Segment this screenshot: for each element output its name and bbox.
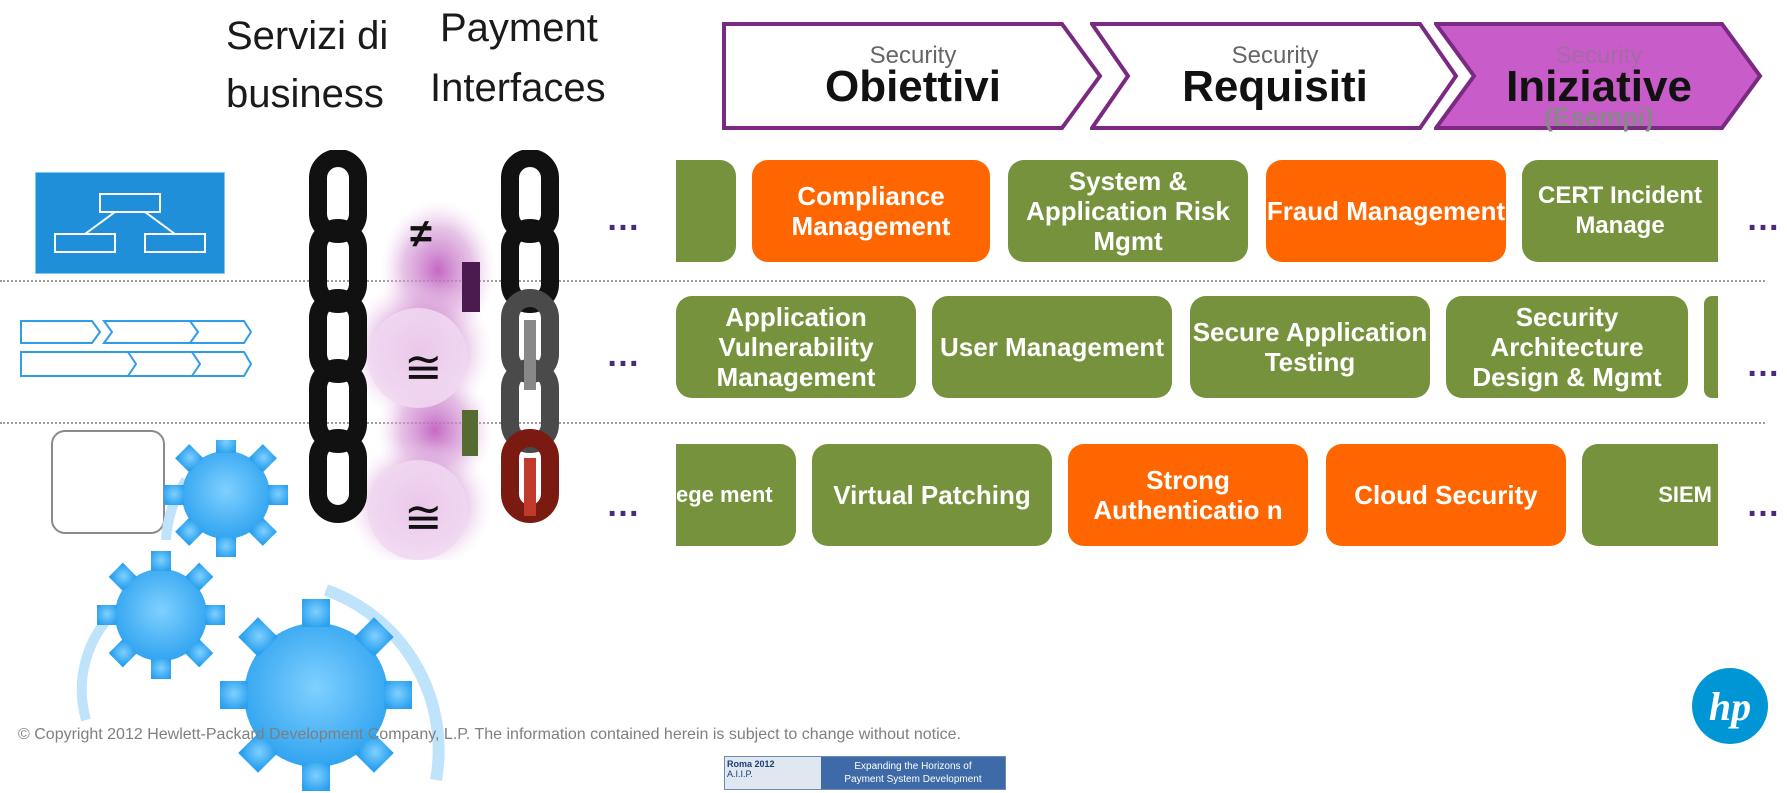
initiative-box: CERT Incident Manage xyxy=(1522,160,1718,262)
row-separator xyxy=(0,280,1765,282)
chevron-obiettivi: Security Obiettivi xyxy=(722,22,1104,130)
conference-banner: Roma 2012 A.I.I.P. Expanding the Horizon… xyxy=(724,756,1006,790)
row-separator xyxy=(0,422,1765,424)
congruent-symbol: ≅ xyxy=(404,491,443,543)
initiative-box: Virtual Patching xyxy=(812,444,1052,546)
banner-left-title: Roma 2012 xyxy=(727,759,775,769)
hp-logo: hp xyxy=(1692,668,1768,744)
chevron-small-label: Security xyxy=(1231,42,1319,69)
initiative-box xyxy=(676,160,736,262)
banner-right-line1: Expanding the Horizons of xyxy=(854,761,972,772)
initiative-box: System & Application Risk Mgmt xyxy=(1008,160,1248,262)
chevron-sub-label: (Esempi) xyxy=(1544,102,1654,132)
chevron-big-label: Iniziative xyxy=(1506,62,1692,111)
initiative-box: Application Vulnerability Management xyxy=(676,296,916,398)
initiative-box: Compliance Management xyxy=(752,160,990,262)
ellipsis-left-row3: … xyxy=(606,486,642,524)
ellipsis-left-row1: … xyxy=(606,200,642,238)
blank-box-icon xyxy=(51,430,165,534)
initiative-box: ege ment xyxy=(676,444,796,546)
chain-diagram xyxy=(309,150,559,560)
chevron-big-label: Obiettivi xyxy=(824,62,1002,111)
initiative-box: Security Architecture Design & Mgmt xyxy=(1446,296,1688,398)
initiative-box: Strong Authenticatio n xyxy=(1068,444,1308,546)
initiative-box: SIEM xyxy=(1582,444,1718,546)
initiative-box: Fraud Management xyxy=(1266,160,1506,262)
header-col1-line1: Servizi di xyxy=(226,14,389,58)
banner-left-sub: A.I.I.P. xyxy=(727,769,753,779)
header-col2-line2: Interfaces xyxy=(430,66,606,110)
chevron-iniziative: Security Iniziative (Esempi) xyxy=(1434,22,1764,132)
chevron-small-label: Security xyxy=(869,42,957,69)
chevron-small-label: Security xyxy=(1555,42,1643,69)
chevron-big-label: Requisiti xyxy=(1182,62,1368,111)
ellipsis-right-row1: … xyxy=(1746,200,1782,238)
not-equal-symbol: ≠ xyxy=(410,212,432,256)
hp-logo-text: hp xyxy=(1708,683,1752,729)
ellipsis-right-row3: … xyxy=(1746,486,1782,524)
initiative-box xyxy=(1704,296,1718,398)
process-arrows-icon xyxy=(20,320,252,377)
banner-right-line2: Payment System Development xyxy=(844,774,982,785)
header-col2-line1: Payment xyxy=(440,6,598,50)
header-col1-line2: business xyxy=(226,72,384,116)
initiative-box: User Management xyxy=(932,296,1172,398)
org-chart-icon xyxy=(35,172,225,274)
gears-icon xyxy=(76,440,445,791)
ellipsis-right-row2: … xyxy=(1746,346,1782,384)
congruent-symbol: ≅ xyxy=(404,341,443,393)
initiative-box: Secure Application Testing xyxy=(1190,296,1430,398)
chevron-requisiti: Security Requisiti xyxy=(1090,22,1460,130)
initiative-box: Cloud Security xyxy=(1326,444,1566,546)
ellipsis-left-row2: … xyxy=(606,336,642,374)
copyright-footer: © Copyright 2012 Hewlett-Packard Develop… xyxy=(18,726,961,743)
